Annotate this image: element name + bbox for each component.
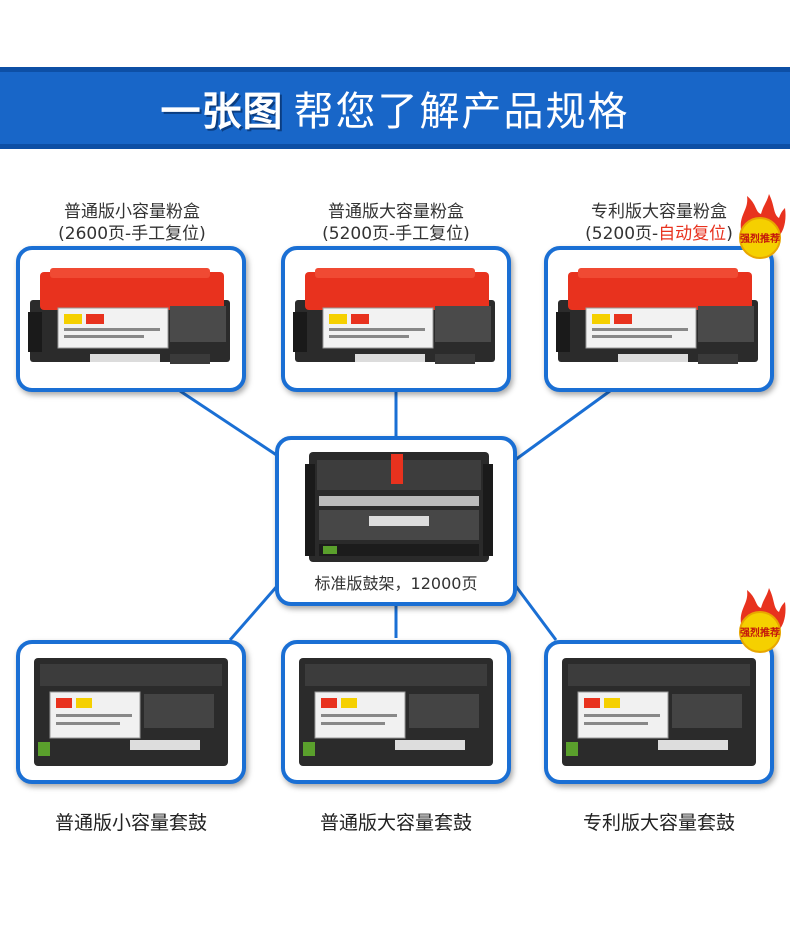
- toner-label-small: 普通版小容量粉盒 (2600页-手工复位): [58, 202, 206, 244]
- connector-line: [513, 584, 558, 641]
- set-card-patent: [544, 640, 774, 784]
- toner-label-patent: 专利版大容量粉盒 (5200页-自动复位): [585, 202, 733, 244]
- set-label-patent: 专利版大容量套鼓: [582, 812, 735, 834]
- set-card-small: [16, 640, 246, 784]
- toner-cartridge-image: [293, 268, 495, 364]
- banner-title-strong: 一张图: [160, 89, 284, 135]
- set-label-small: 普通版小容量套鼓: [54, 812, 207, 834]
- badge-text: 强烈推荐: [740, 232, 780, 245]
- drum-card: 标准版鼓架，12000页: [275, 436, 517, 606]
- drum-caption: 标准版鼓架，12000页: [314, 574, 478, 593]
- banner-title: 帮您了解产品规格: [293, 89, 630, 135]
- toner-cartridge-image: [556, 268, 758, 364]
- connector-line: [228, 584, 280, 641]
- set-card-large: [281, 640, 511, 784]
- title-banner: 一张图 帮您了解产品规格: [0, 67, 790, 149]
- recommend-badge-icon: 强烈推荐: [739, 588, 786, 653]
- connector-line: [514, 389, 611, 462]
- recommend-badge-icon: 强烈推荐: [739, 194, 786, 259]
- toner-card-patent: [544, 246, 774, 392]
- toner-cartridge-image: [28, 268, 230, 364]
- toner-card-small: [16, 246, 246, 392]
- connector-line: [179, 389, 279, 458]
- drum-set-image: [34, 658, 228, 766]
- toner-label-large: 普通版大容量粉盒 (5200页-手工复位): [322, 202, 470, 244]
- drum-set-image: [299, 658, 493, 766]
- badge-text: 强烈推荐: [740, 626, 780, 639]
- toner-card-large: [281, 246, 511, 392]
- drum-unit-image: [305, 452, 493, 562]
- drum-set-image: [562, 658, 756, 766]
- set-label-large: 普通版大容量套鼓: [319, 812, 472, 834]
